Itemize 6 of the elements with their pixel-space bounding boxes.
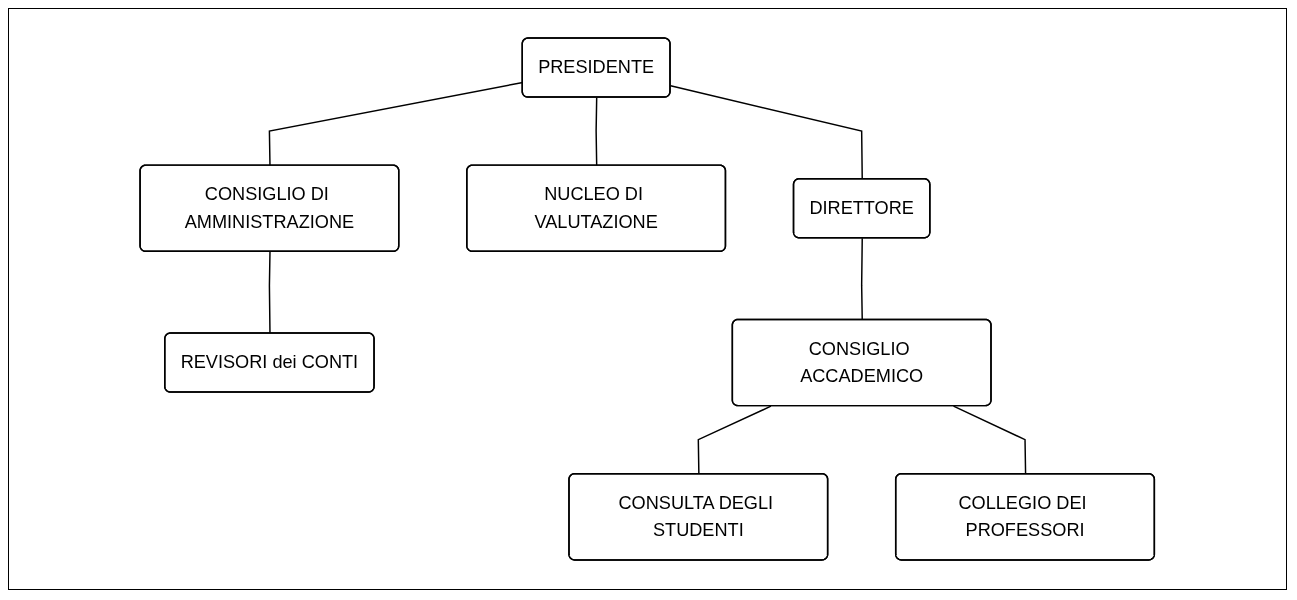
connector	[953, 405, 1027, 475]
connector	[268, 251, 271, 335]
connector	[595, 96, 598, 167]
connector	[697, 405, 772, 475]
page-frame: PRESIDENTE DIRETTORE NUCLEO DI VALUTAZIONE CONSIGLIO DI AMMINISTRAZIONE REVISORI dei CONTI CONSIGLIO ACCADEMICO CONSULTA DEGLI STUDENTI COLLEGIO DEI PROFESSORI	[8, 8, 1287, 590]
connector	[861, 237, 864, 321]
